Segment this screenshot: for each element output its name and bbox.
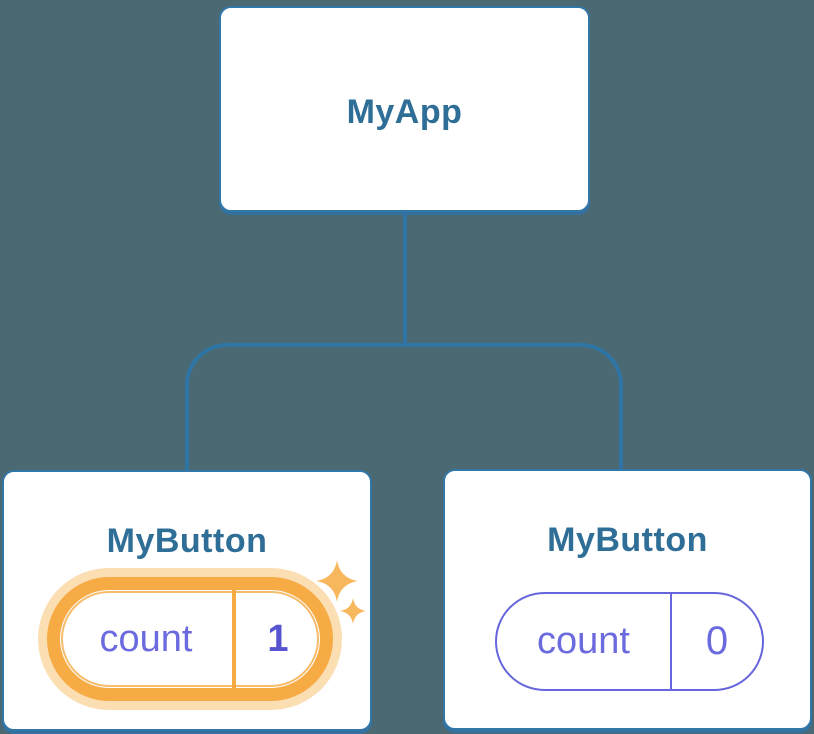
node-label-myapp: MyApp <box>346 93 463 131</box>
state-value-cell: 0 <box>672 594 762 689</box>
state-key-cell: count <box>60 590 232 688</box>
connector-root-to-branch <box>403 212 407 345</box>
sparkle-small-icon <box>340 598 366 624</box>
state-value: 0 <box>705 619 729 663</box>
state-pill-normal: count 0 <box>495 592 764 691</box>
tree-node-mybutton-right: MyButton count 0 <box>443 469 812 730</box>
state-value-cell: 1 <box>236 590 320 688</box>
state-pill-divider <box>232 590 236 688</box>
state-pill-highlighted: count 1 <box>47 577 333 701</box>
state-pill-divider <box>670 594 672 689</box>
connector-branch <box>185 343 623 470</box>
node-label-mybutton-right: MyButton <box>547 521 708 559</box>
state-key-cell: count <box>497 594 670 689</box>
node-label-mybutton-left: MyButton <box>106 522 268 560</box>
tree-node-mybutton-left: MyButton count 1 <box>2 470 372 731</box>
state-key-label: count <box>99 617 193 660</box>
state-key-label: count <box>537 620 630 662</box>
state-value: 1 <box>267 617 289 660</box>
sparkle-large-icon <box>316 560 358 602</box>
tree-node-myapp: MyApp <box>219 6 590 212</box>
